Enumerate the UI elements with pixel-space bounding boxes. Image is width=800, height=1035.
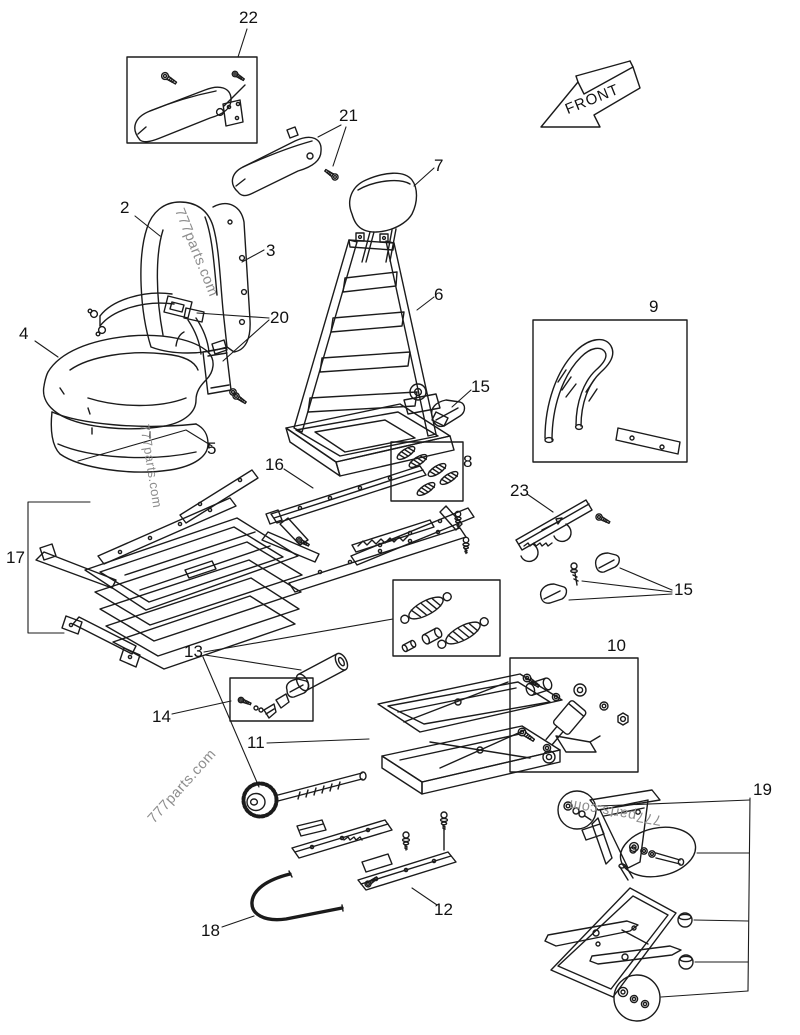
callout-18: 18: [201, 921, 220, 940]
callout-9: 9: [649, 297, 659, 316]
seat-frame-art: [286, 233, 454, 476]
callout-2: 2: [120, 198, 130, 217]
front-arrow-label: FRONT: [563, 81, 622, 118]
callout-23: 23: [510, 481, 529, 500]
callout-6: 6: [434, 285, 444, 304]
callout-20: 20: [270, 308, 289, 327]
scissor-lift-art: [378, 674, 600, 794]
callout-8: 8: [463, 452, 473, 471]
wire-loop-art: [252, 871, 343, 920]
callout-15a: 15: [471, 377, 490, 396]
armrest-art: [232, 127, 340, 196]
callout-13: 13: [184, 642, 203, 661]
bellows-assembly-art: [36, 470, 319, 669]
callout-3: 3: [266, 241, 276, 260]
ratchet-rail-art: [516, 500, 612, 561]
seat-back-art: [141, 202, 250, 353]
callout-15b: 15: [674, 580, 693, 599]
headrest-art: [350, 173, 417, 262]
callout-4: 4: [19, 324, 29, 343]
mount-rail-parts-art: [292, 811, 456, 890]
callout-10: 10: [607, 636, 626, 655]
callout-11: 11: [247, 733, 265, 752]
callout-19: 19: [753, 780, 772, 799]
callout-21: 21: [339, 106, 358, 125]
callout-22: 22: [239, 8, 258, 27]
callout-5: 5: [207, 439, 217, 458]
callout-16: 16: [265, 455, 284, 474]
callout-17: 17: [6, 548, 25, 567]
knob-cap-parts-art: [541, 553, 620, 603]
clamp-kit-box-art: [230, 678, 313, 721]
callout-12: 12: [434, 900, 453, 919]
callout-leader-lines: [28, 29, 750, 997]
latch-handle-art: [432, 400, 465, 426]
adjuster-knob-art: [244, 772, 367, 817]
seat-cushion-art: [44, 335, 214, 472]
front-direction-arrow: FRONT: [541, 61, 640, 127]
roller-cylinder-art: [294, 651, 350, 692]
armrest-kit-box-art: [127, 57, 257, 143]
callout-14: 14: [152, 707, 171, 726]
shock-absorber-box-art: [510, 658, 638, 772]
tension-spring-box-art: [393, 580, 500, 656]
seat-belt-art: [88, 293, 248, 406]
strap-kit-box-art: [533, 320, 687, 462]
mount-bracket-group-art: [545, 790, 700, 1021]
callout-7: 7: [434, 156, 444, 175]
spring-set-box-art: [391, 442, 463, 501]
slide-rail-assembly-art: [266, 466, 474, 592]
